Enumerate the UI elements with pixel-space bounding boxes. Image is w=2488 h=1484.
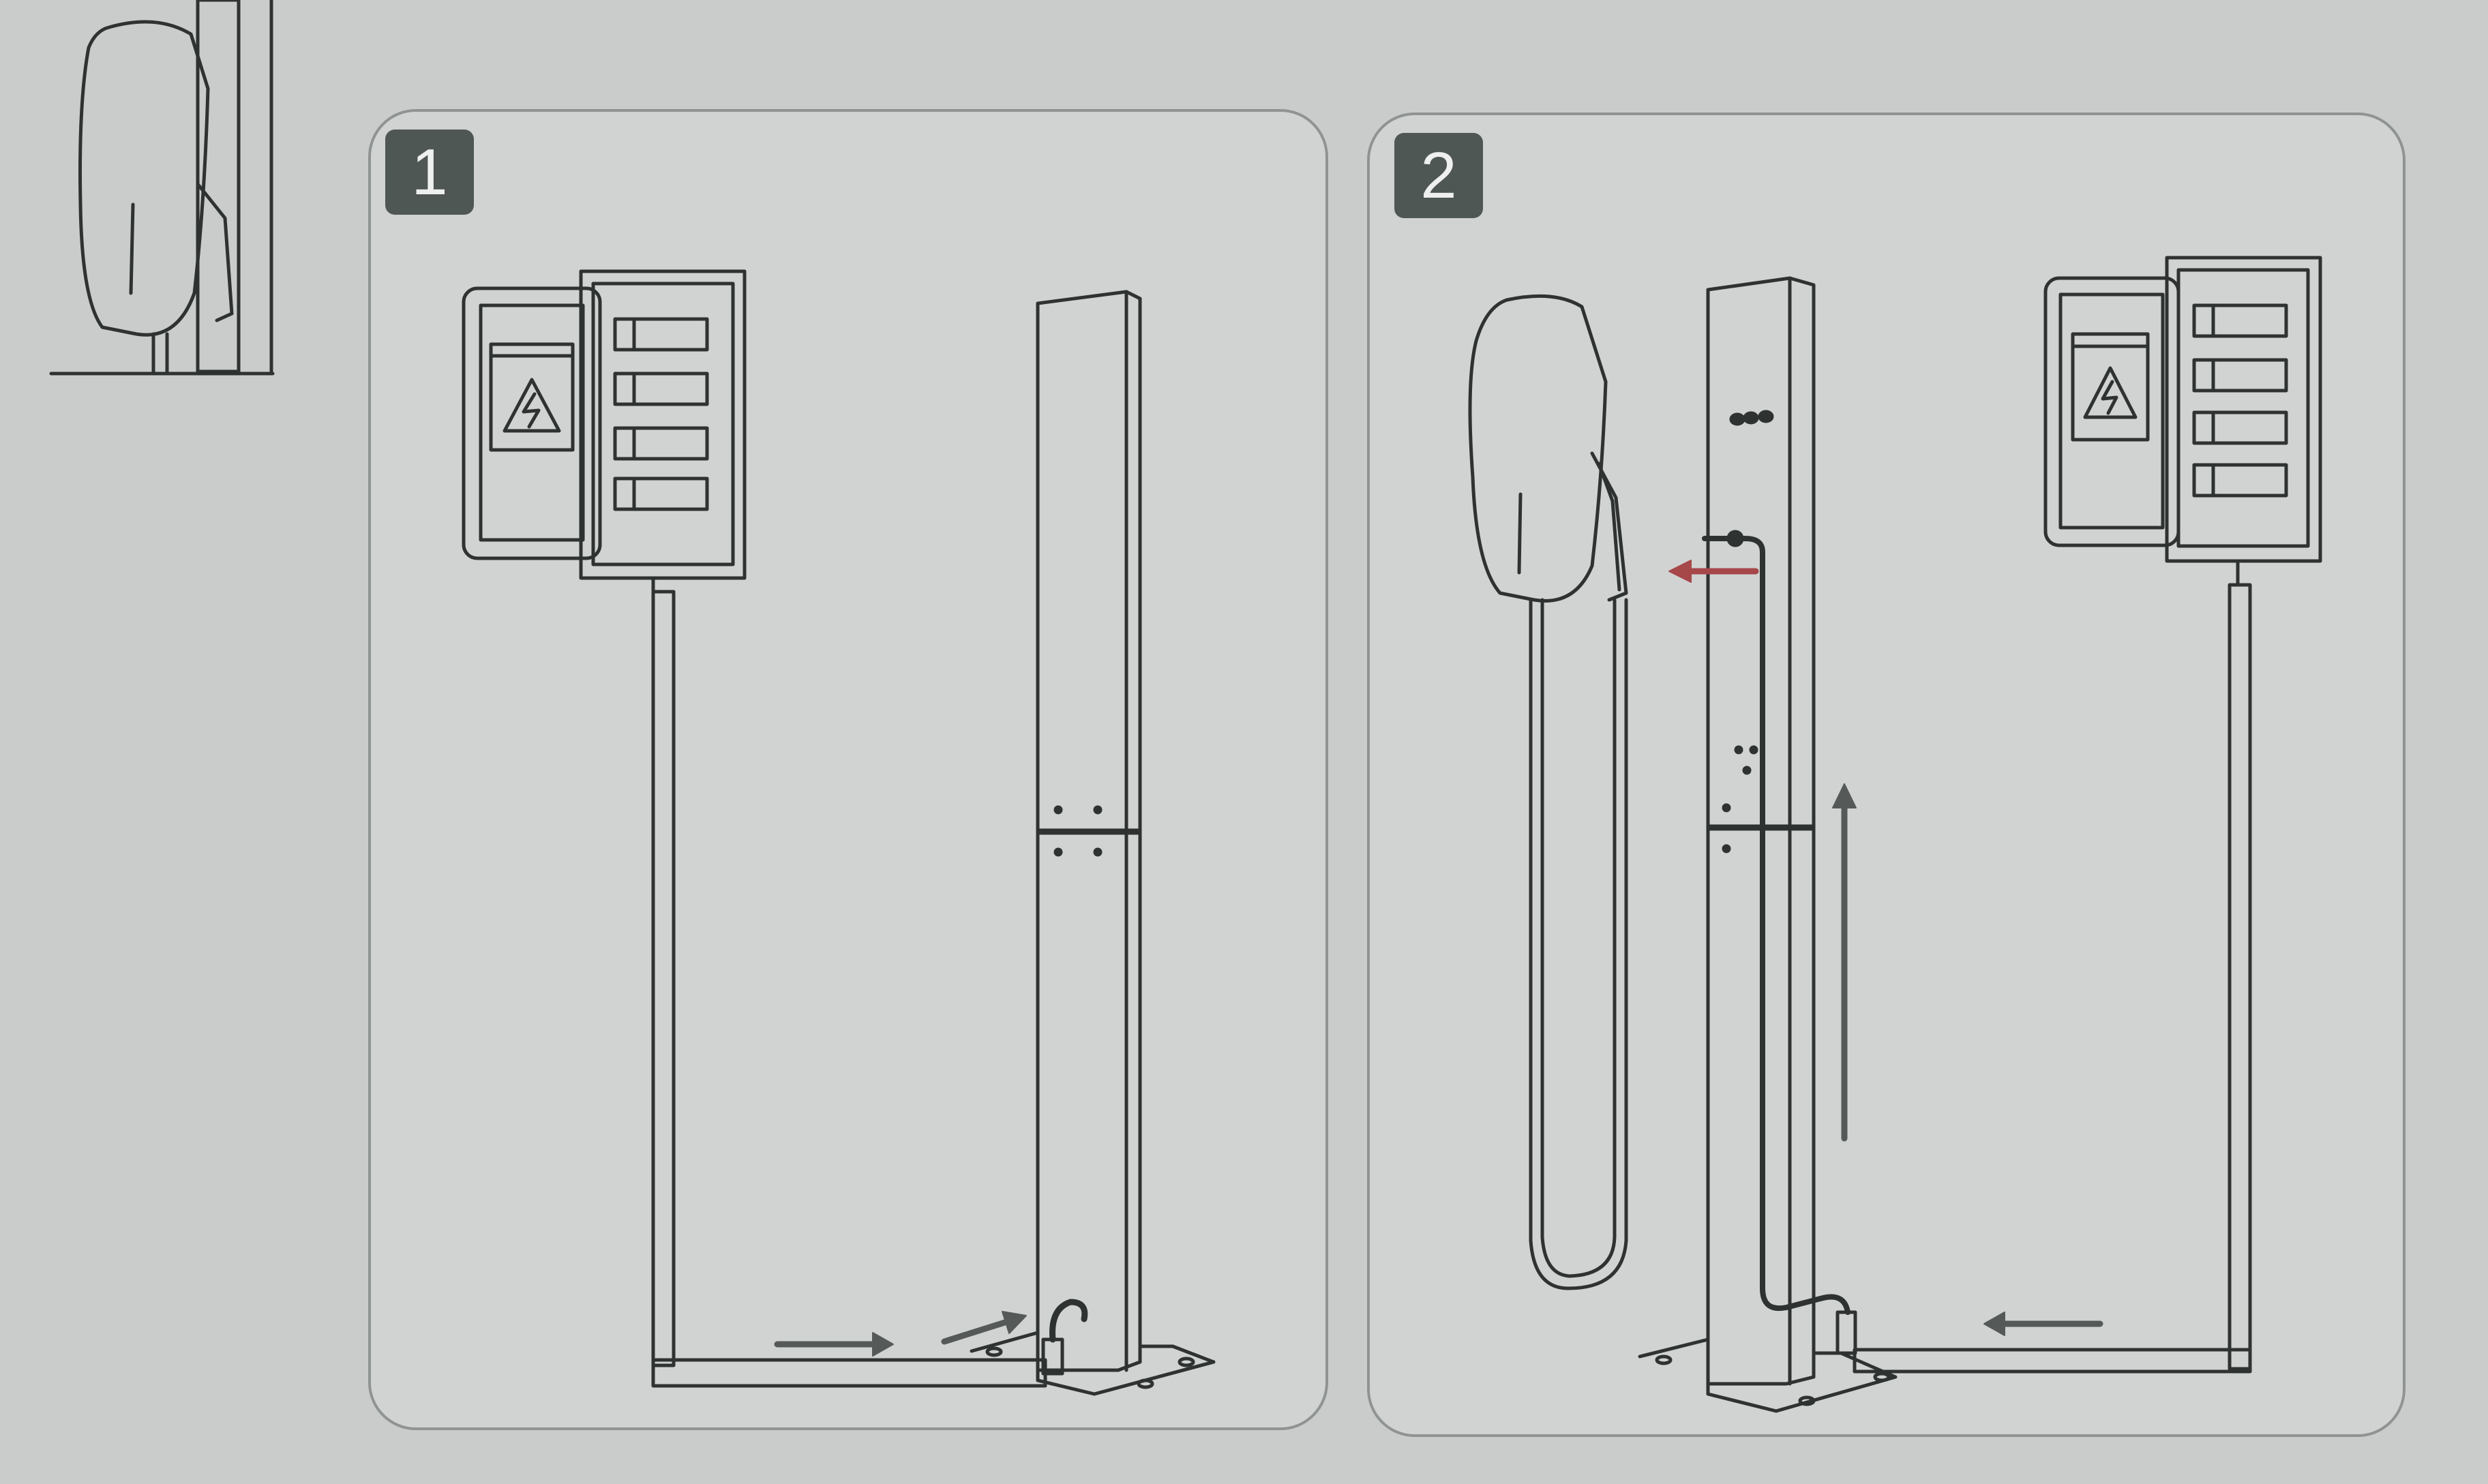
pedestal-1: [970, 290, 1216, 1396]
conduit-1: [651, 576, 1047, 1388]
step-1-badge: 1: [385, 130, 474, 215]
high-voltage-warning-icon: [503, 378, 561, 433]
pedestal-2: [1638, 276, 1898, 1413]
arrow-icon: [1668, 560, 1759, 583]
step-2-badge: 2: [1394, 133, 1483, 218]
conduit-2: [1853, 559, 2252, 1374]
step-1-panel: [368, 109, 1328, 1430]
step-2-panel: [1367, 112, 2405, 1437]
high-voltage-warning-icon: [2083, 366, 2138, 419]
arrow-icon: [774, 1311, 1027, 1357]
distribution-box-2: [2043, 256, 2322, 563]
arrow-icon: [1832, 783, 2103, 1336]
thumbnail-wall-charger: [49, 0, 275, 376]
distribution-box-1: [462, 269, 747, 580]
ev-charger-2: [1468, 294, 1628, 1290]
